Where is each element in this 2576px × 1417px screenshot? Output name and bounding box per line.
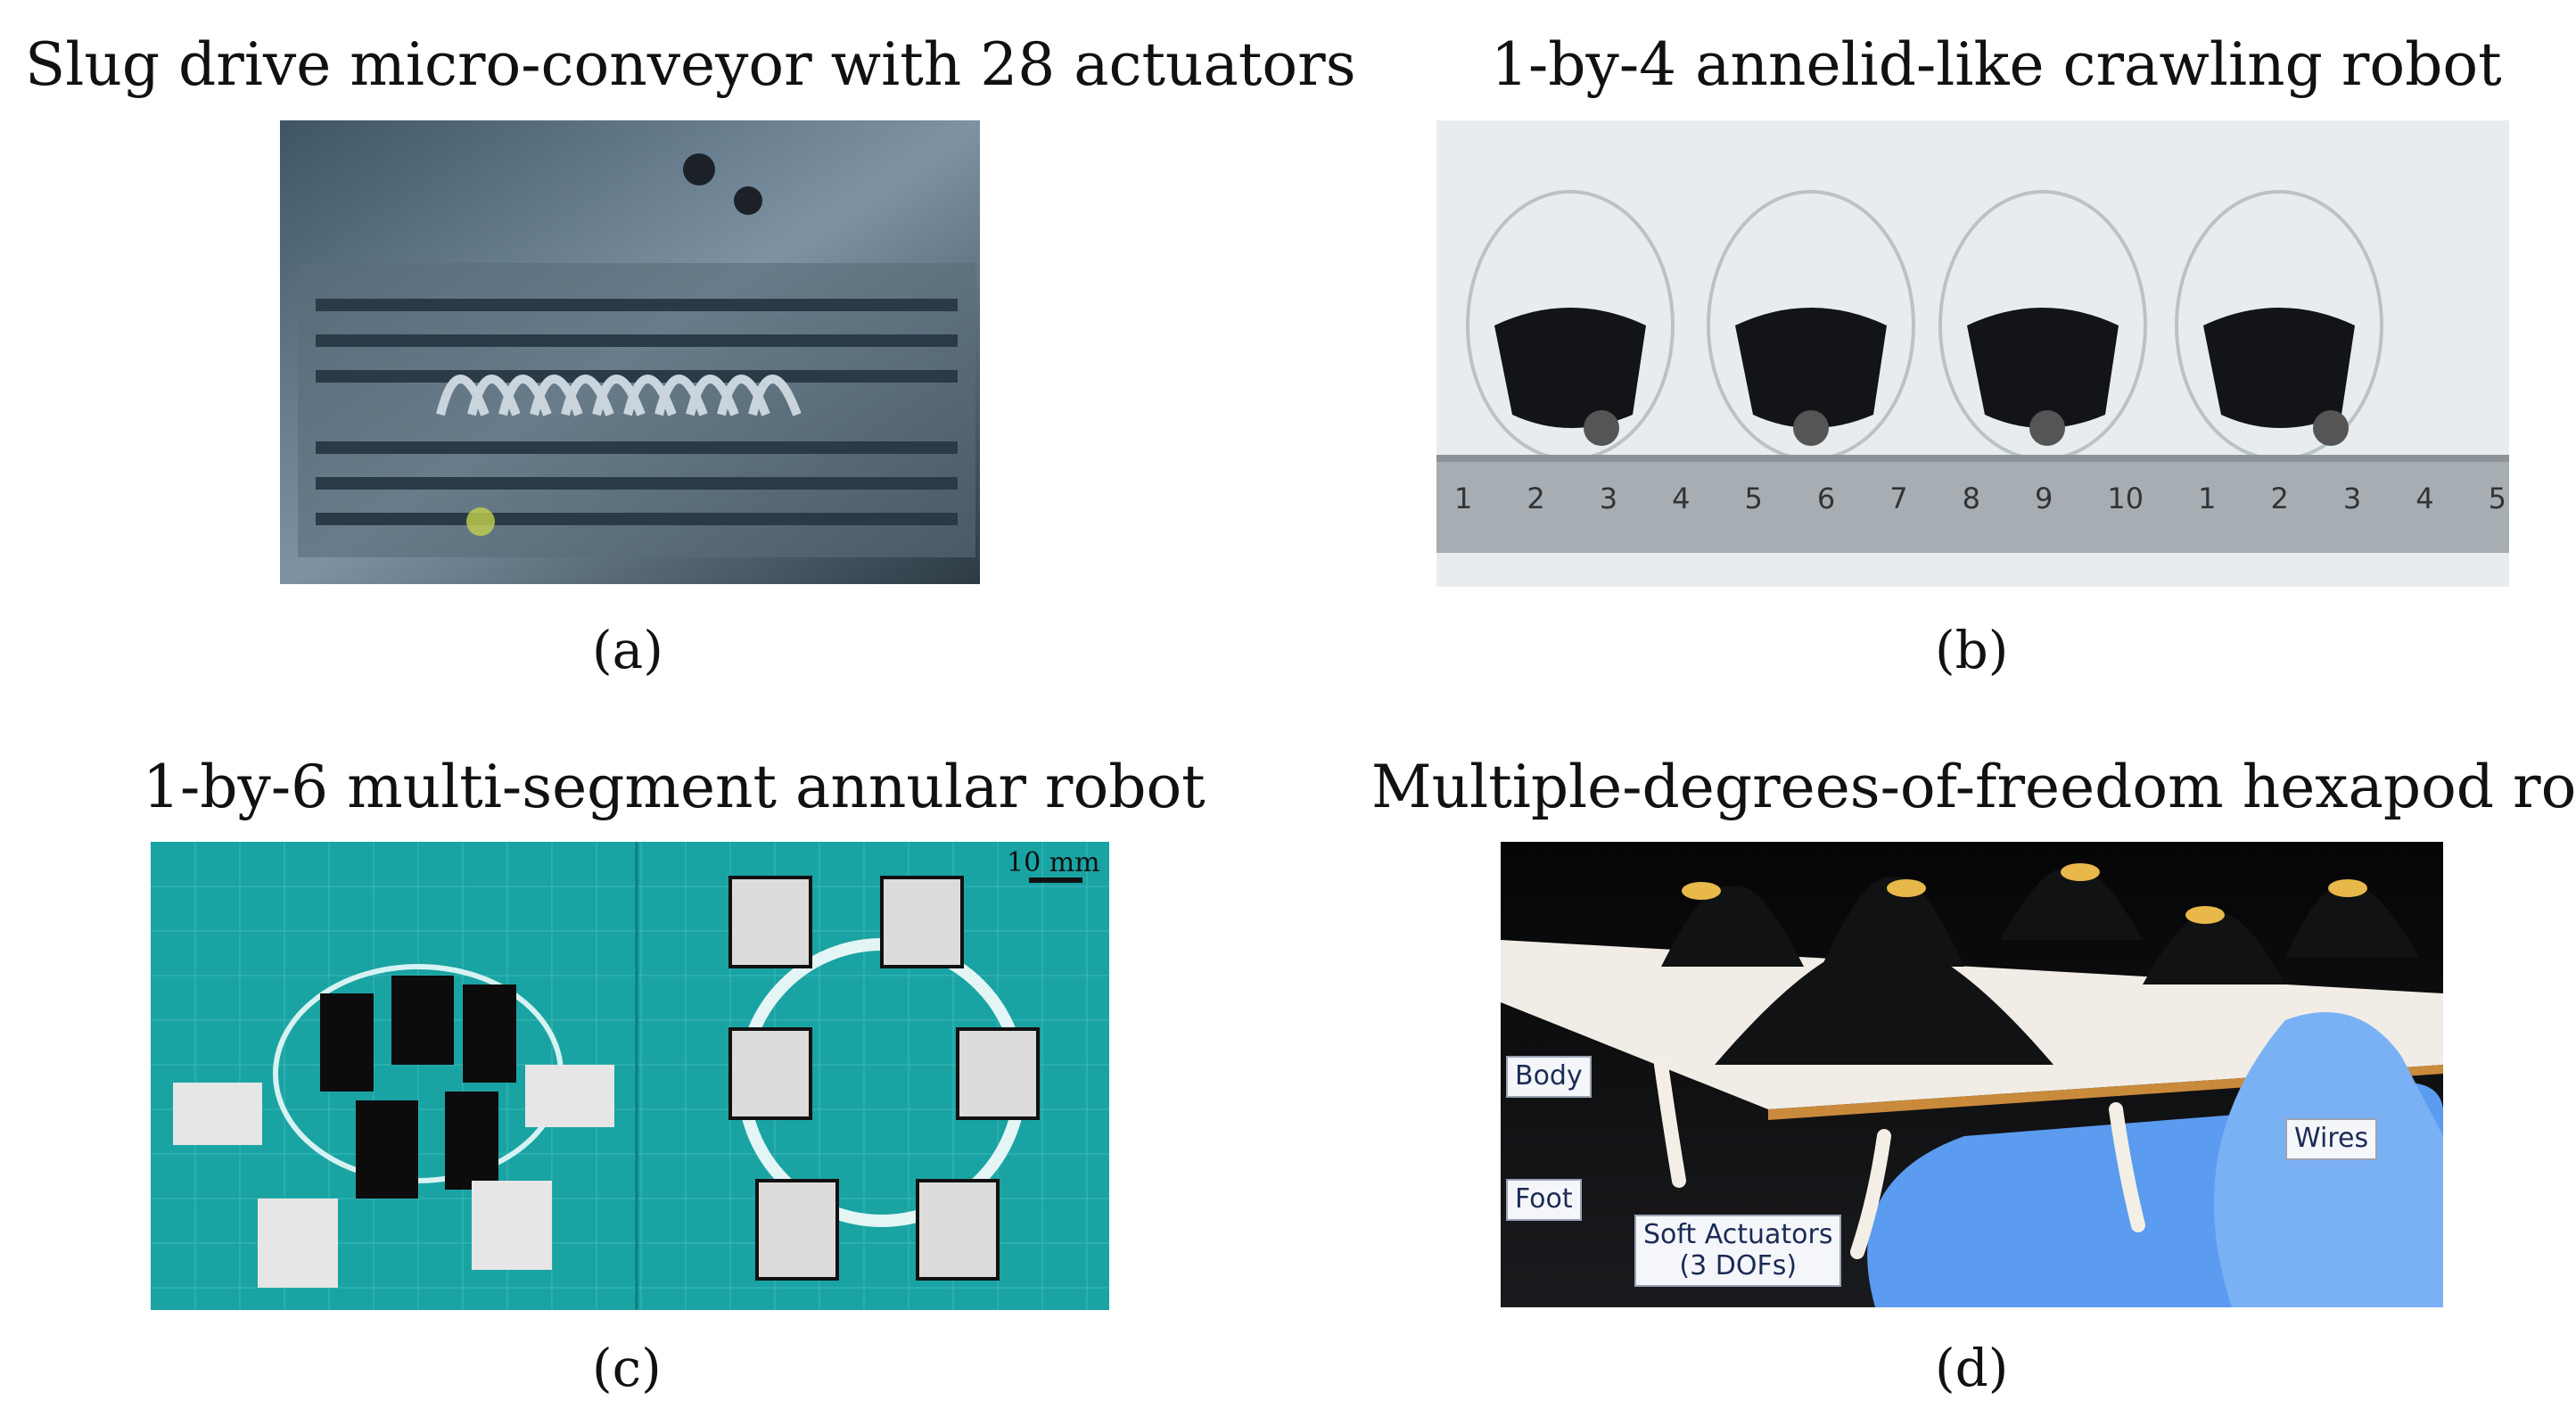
panel-d-caption: (d) <box>1935 1338 2009 1398</box>
ruler-number: 4 <box>2416 482 2434 515</box>
scale-bar-label: 10 mm <box>1007 847 1100 878</box>
panel-a-caption: (a) <box>592 620 663 680</box>
label-wires: Wires <box>2285 1118 2378 1160</box>
label-soft-actuators-line2: (3 DOFs) <box>1679 1249 1798 1281</box>
panel-d-title: Multiple-degrees-of-freedom hexapod robo… <box>1371 753 2576 821</box>
panel-b-caption: (b) <box>1935 620 2009 680</box>
ruler-number: 4 <box>1672 482 1691 515</box>
ruler-number: 3 <box>2342 482 2362 515</box>
ruler-number: 3 <box>1599 482 1618 515</box>
ruler-number: 6 <box>1816 482 1836 515</box>
ruler-number: 1 <box>1454 482 1473 515</box>
ruler-number: 10 <box>2107 482 2144 515</box>
ruler-number: 1 <box>2198 482 2217 515</box>
annular-robot-photo: 10 mm <box>151 842 1109 1310</box>
ruler-numbers: 1 2 3 4 5 6 7 8 9 10 1 2 3 4 5 <box>1454 482 2506 515</box>
label-foot: Foot <box>1506 1179 1582 1221</box>
ruler-number: 5 <box>1744 482 1763 515</box>
ruler-number: 8 <box>1962 482 1980 515</box>
ruler-number: 5 <box>2488 482 2506 515</box>
ruler-number: 9 <box>2035 482 2053 515</box>
panel-b-title: 1-by-4 annelid-like crawling robot <box>1491 30 2502 99</box>
panel-a-title: Slug drive micro-conveyor with 28 actuat… <box>25 30 1356 99</box>
label-soft-actuators-line1: Soft Actuators <box>1643 1219 1833 1250</box>
panel-c-title: 1-by-6 multi-segment annular robot <box>143 753 1206 821</box>
label-soft-actuators: Soft Actuators (3 DOFs) <box>1634 1215 1842 1287</box>
ruler-number: 2 <box>2270 482 2289 515</box>
ruler-number: 2 <box>1527 482 1545 515</box>
crawling-robot-photo: 1 2 3 4 5 6 7 8 9 10 1 2 3 4 5 <box>1436 120 2509 587</box>
hexapod-robot-photo: Body Foot Soft Actuators (3 DOFs) Wires <box>1501 842 2443 1307</box>
microconveyor-photo <box>280 120 980 584</box>
label-body: Body <box>1506 1056 1592 1098</box>
panel-c-caption: (c) <box>592 1338 662 1398</box>
ruler-number: 7 <box>1889 482 1908 515</box>
